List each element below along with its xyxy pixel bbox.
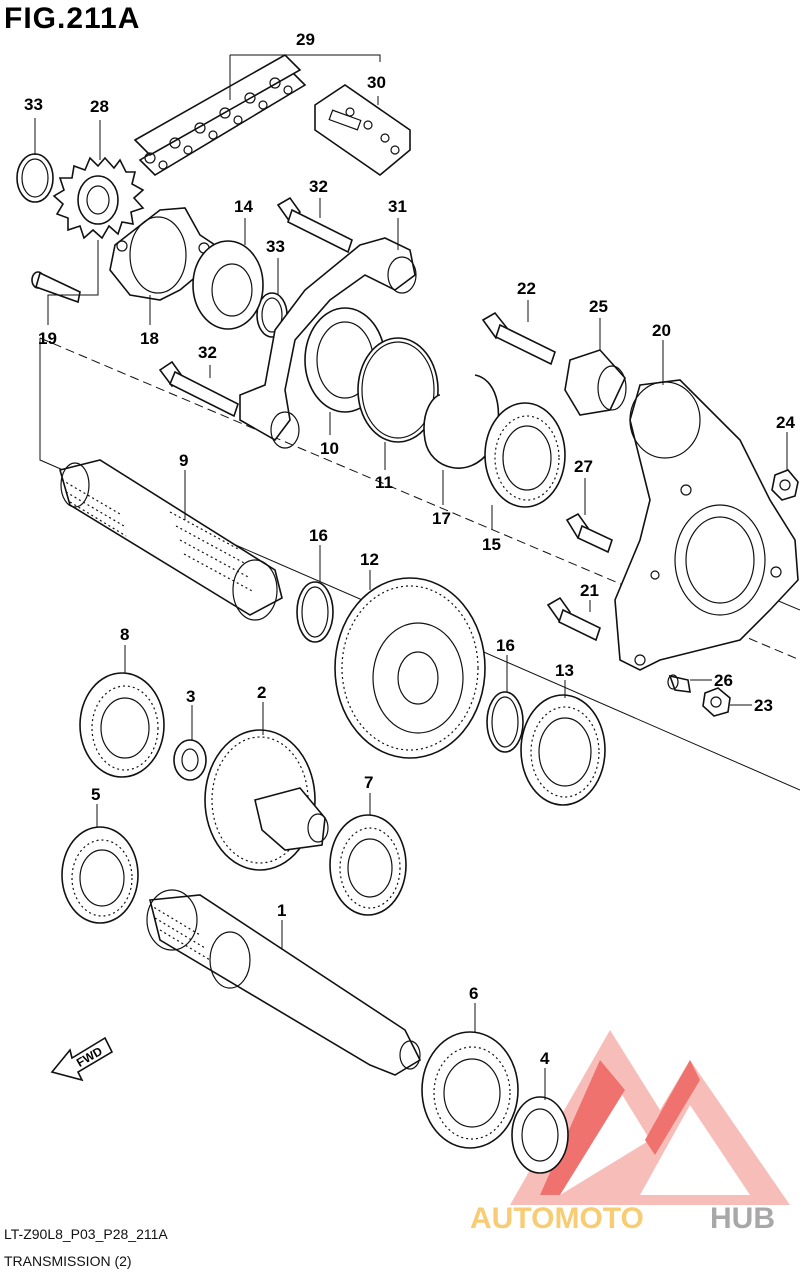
callout-14: 14 [234,197,253,216]
callout-10: 10 [320,439,339,458]
circlip-33-upper [16,153,54,203]
callout-8: 8 [120,625,129,644]
callout-6: 6 [469,984,478,1003]
callout-1: 1 [277,901,286,920]
callout-5: 5 [91,785,100,804]
callout-31: 31 [388,197,407,216]
circlip-17 [423,374,500,469]
callout-12: 12 [360,550,379,569]
callout-13: 13 [555,661,574,680]
oil-seal-14 [192,240,264,330]
final-driven-gear [334,577,486,759]
chain-adjuster-arm [239,237,417,449]
bearing-7 [329,814,407,916]
bolt-32-lower [158,360,239,418]
bearing-5 [61,826,139,924]
bearing-15 [484,402,566,508]
watermark-text-left: AUTOMOTO [470,1202,644,1235]
watermark-text-right: HUB [710,1202,775,1235]
callout-23: 23 [754,696,773,715]
leader-lines [34,54,788,1100]
callout-33-upper: 33 [24,95,43,114]
bearing-housing [614,379,799,671]
callout-9: 9 [179,451,188,470]
circlip-16-upper [296,581,334,643]
callout-11: 11 [375,473,393,492]
bolt-21 [546,596,601,642]
dowel-pin [667,674,691,693]
nut-23 [702,687,731,717]
sprocket [52,156,145,240]
callout-16-lower: 16 [496,636,515,655]
callout-7: 7 [364,773,373,792]
o-ring [357,337,439,443]
fwd-arrow-icon: FWD [50,1036,114,1082]
callout-25: 25 [589,297,608,316]
oil-seal-4 [511,1096,569,1174]
callout-20: 20 [652,321,671,340]
counter-gear [204,729,329,871]
callout-29: 29 [296,30,315,49]
callout-32-lower: 32 [198,343,217,362]
callout-33-lower: 33 [266,237,285,256]
collar [564,349,627,416]
callout-17: 17 [432,509,451,528]
bolt-22 [481,311,556,366]
callout-27: 27 [574,457,593,476]
screw [31,271,81,304]
callout-26: 26 [714,671,733,690]
chain-joint [314,84,411,177]
callout-21: 21 [580,581,599,600]
nut-24 [771,469,799,501]
callout-30: 30 [367,73,386,92]
input-shaft [146,889,422,1076]
callout-28: 28 [90,97,109,116]
washer [173,739,207,781]
diagram-code: LT-Z90L8_P03_P28_211A [4,1226,168,1242]
callout-15: 15 [482,535,501,554]
bolt-27 [565,512,613,554]
bolt-32-upper [276,196,353,254]
circlip-16-lower [486,691,524,753]
callout-22: 22 [517,279,536,298]
bearing-8 [79,672,165,778]
chain [133,54,307,177]
output-shaft [59,459,283,621]
diagram-caption: TRANSMISSION (2) [4,1253,132,1269]
bearing-13 [520,694,606,806]
callout-16-upper: 16 [309,526,328,545]
figure-title: FIG.211A [4,2,141,35]
callout-19: 19 [38,329,57,348]
callout-32-upper: 32 [309,177,328,196]
callout-3: 3 [186,687,195,706]
callout-labels: 33 28 29 30 14 32 31 33 18 19 32 10 11 1… [24,30,795,1068]
bearing-6 [421,1031,519,1149]
callout-18: 18 [140,329,159,348]
watermark-logo: AUTOMOTO HUB [470,1030,790,1235]
callout-24: 24 [776,413,795,432]
callout-4: 4 [540,1049,550,1068]
callout-2: 2 [257,683,266,702]
